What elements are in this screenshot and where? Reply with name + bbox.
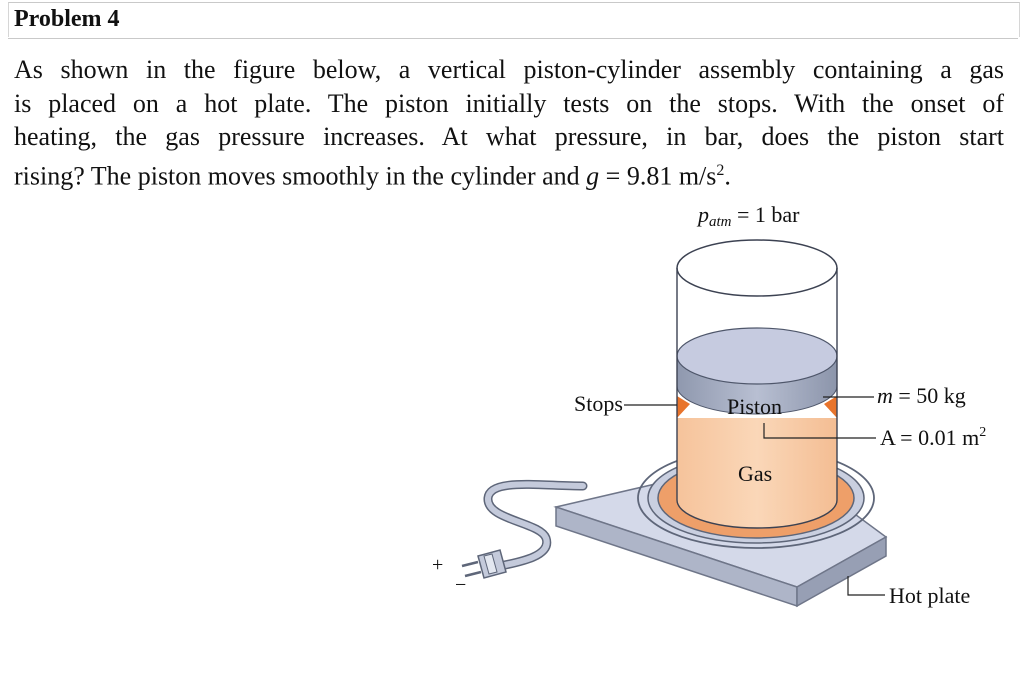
header-frame	[8, 2, 1020, 37]
area-label: A = 0.01 m2	[880, 425, 986, 450]
header-divider	[8, 38, 1018, 39]
statement-line-4: rising? The piston moves smoothly in the…	[14, 154, 1004, 193]
statement-line-4-text: rising? The piston moves smoothly in the…	[14, 161, 587, 191]
hot-plate-leader-line	[847, 576, 885, 596]
gravity-symbol: g	[586, 161, 600, 191]
problem-statement: As shown in the figure below, a vertical…	[14, 53, 1004, 193]
mass-value: = 50 kg	[893, 383, 966, 408]
piston-top	[676, 327, 838, 385]
patm-value: = 1 bar	[732, 202, 801, 227]
gas-label: Gas	[738, 461, 772, 486]
stop-left	[677, 396, 690, 418]
patm-symbol: p	[696, 202, 709, 227]
gas-volume	[677, 418, 837, 528]
mass-label: m = 50 kg	[877, 383, 966, 408]
area-exponent: 2	[979, 425, 986, 440]
patm-subscript: atm	[709, 214, 732, 230]
piston-label: Piston	[727, 394, 782, 419]
problem-title: Problem 4	[14, 6, 120, 32]
area-leader-line	[763, 423, 876, 439]
gravity-value: = 9.81 m/s	[599, 161, 717, 191]
statement-line-3: heating, the gas pressure increases. At …	[14, 122, 1004, 151]
statement-line-1: As shown in the figure below, a vertical…	[14, 55, 1004, 84]
gravity-end: .	[724, 161, 731, 191]
plug-icon	[461, 549, 507, 579]
stops-label: Stops	[574, 391, 623, 416]
gravity-exponent: 2	[716, 161, 725, 179]
cylinder	[676, 239, 838, 529]
power-cord: + −	[432, 479, 588, 596]
hot-plate-right-side	[796, 535, 887, 608]
cylinder-top-rim	[676, 239, 838, 297]
plug-plus-label: +	[432, 554, 443, 576]
plug-minus-label: −	[455, 574, 466, 596]
mass-symbol: m	[877, 383, 893, 408]
hot-plate-label: Hot plate	[889, 583, 970, 608]
statement-line-2: is placed on a hot plate. The piston ini…	[14, 88, 1004, 118]
stop-right	[824, 396, 837, 418]
patm-label: patm = 1 bar	[696, 202, 800, 230]
area-value: A = 0.01 m	[880, 425, 979, 450]
